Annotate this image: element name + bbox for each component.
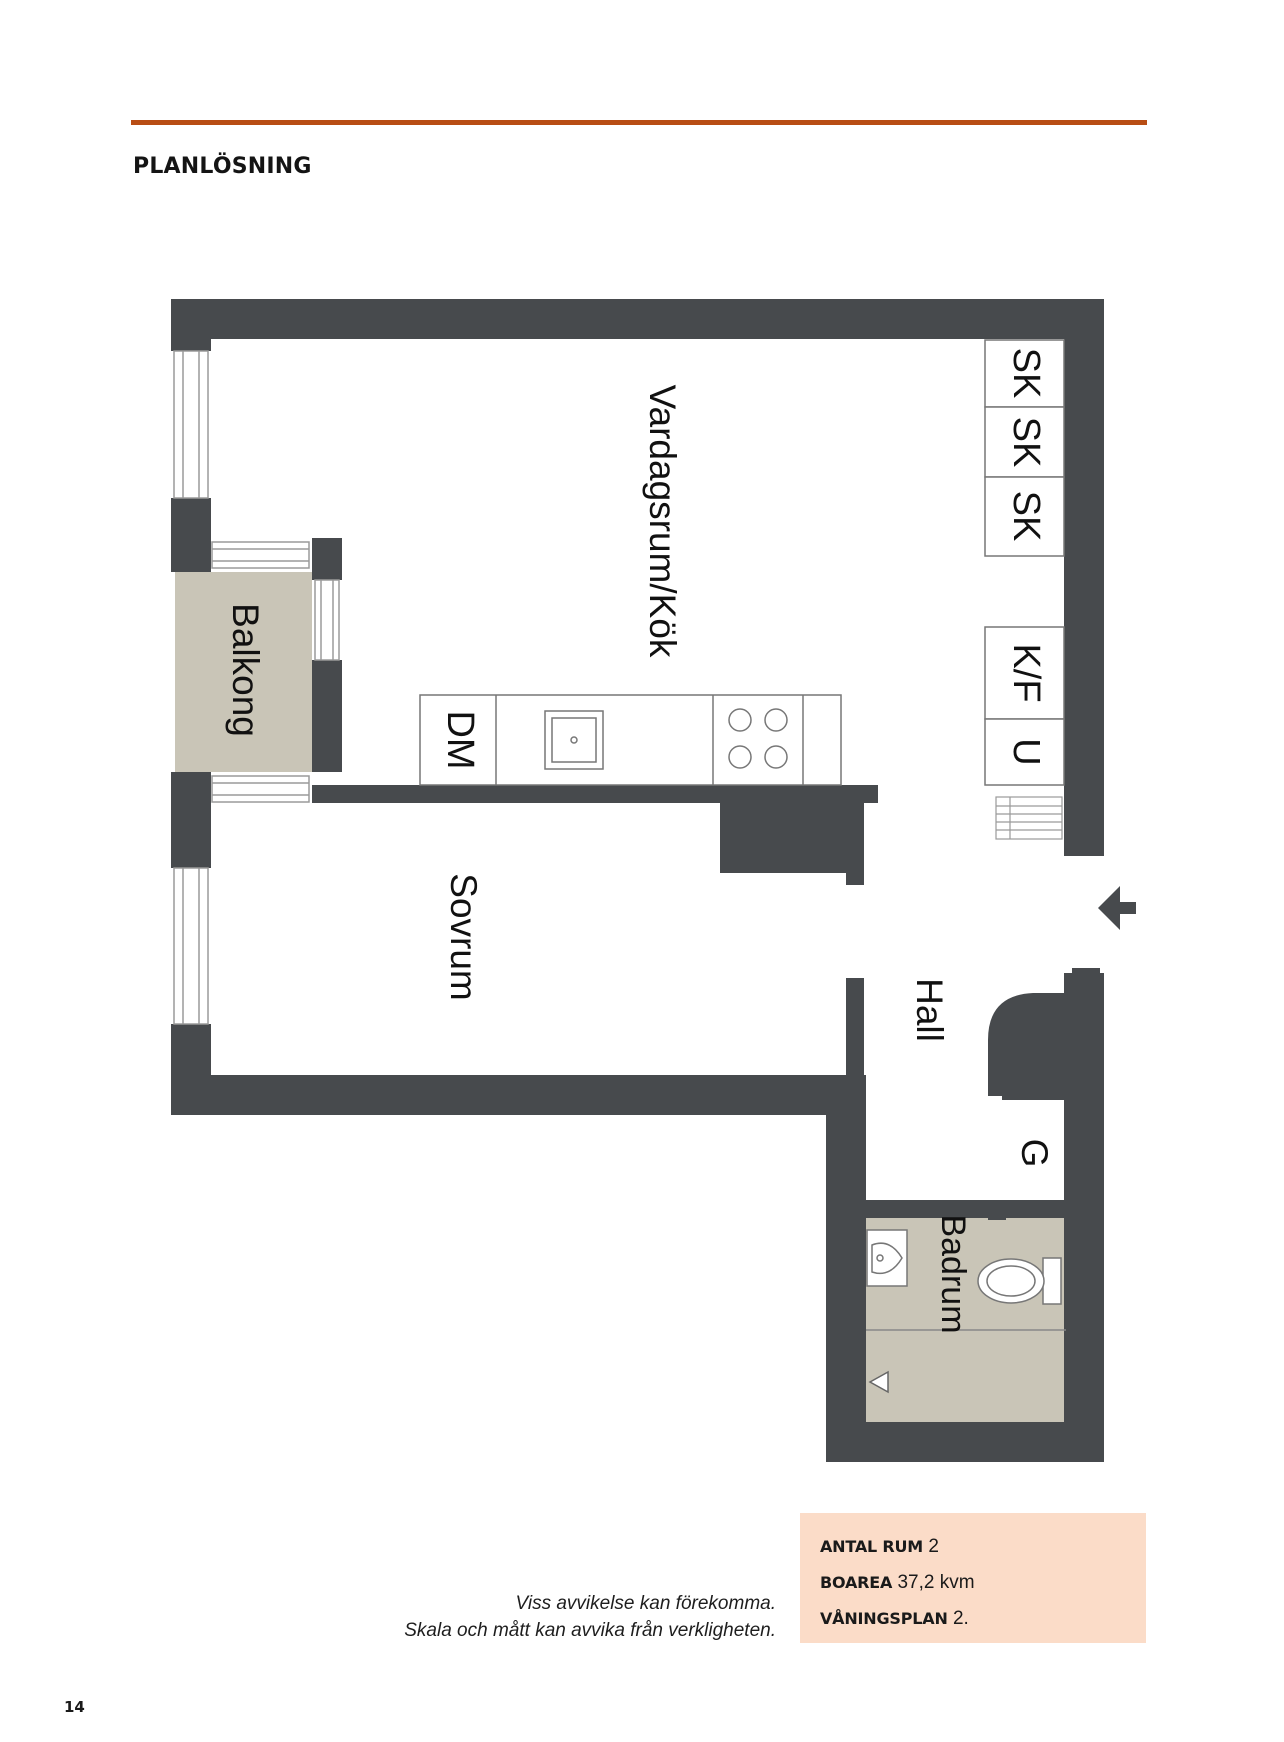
radiator-icon (995, 796, 1063, 840)
info-rooms: ANTAL RUM 2 (820, 1529, 1126, 1565)
room-label-balcony: Balkong (225, 603, 266, 737)
info-area: BOAREA 37,2 kvm (820, 1565, 1126, 1601)
windows (173, 350, 340, 1025)
sink-icon (544, 710, 604, 770)
washbasin-icon (866, 1229, 908, 1287)
info-box: ANTAL RUM 2 BOAREA 37,2 kvm VÅNINGSPLAN … (800, 1513, 1146, 1643)
wardrobe-2 (984, 406, 1065, 478)
wardrobe-1 (984, 339, 1065, 408)
entrance-arrow-icon (1098, 886, 1136, 930)
wardrobe-3-label: SK (1005, 491, 1047, 542)
page-title: PLANLÖSNING (133, 154, 312, 179)
info-floor: VÅNINGSPLAN 2. (820, 1601, 1126, 1637)
dishwasher-label: DM (439, 710, 481, 769)
info-floor-label: VÅNINGSPLAN (820, 1609, 948, 1628)
toilet-icon (977, 1257, 1062, 1305)
oven (984, 718, 1065, 786)
info-rooms-label: ANTAL RUM (820, 1537, 924, 1556)
room-label-bathroom: Badrum (934, 1214, 972, 1333)
oven-label: U (1005, 738, 1047, 765)
header-rule (131, 120, 1147, 125)
room-label-bedroom: Sovrum (443, 873, 484, 1000)
stove-icon (728, 708, 788, 769)
room-label-hall: Hall (909, 978, 950, 1042)
shower-drain-icon (868, 1370, 889, 1394)
walls (171, 299, 1104, 1462)
info-rooms-value: 2 (928, 1536, 939, 1557)
wardrobe-2-label: SK (1005, 417, 1047, 468)
fridge-freezer-label: K/F (1005, 643, 1047, 702)
wardrobe-3 (984, 476, 1065, 557)
room-label-wardrobe-g: G (1014, 1139, 1055, 1168)
room-label-living-kitchen: Vardagsrum/Kök (642, 385, 683, 658)
wardrobe-1-label: SK (1005, 348, 1047, 399)
disclaimer-line-2: Skala och mått kan avvika från verklighe… (404, 1620, 776, 1641)
info-floor-value: 2. (952, 1608, 969, 1629)
page-number: 14 (64, 1698, 85, 1716)
info-area-value: 37,2 kvm (897, 1572, 975, 1593)
disclaimer: Viss avvikelse kan förekomma. Skala och … (404, 1590, 776, 1644)
right-wall-cabinets (984, 339, 1065, 786)
info-area-label: BOAREA (820, 1573, 893, 1592)
balcony-area (175, 572, 312, 772)
disclaimer-line-1: Viss avvikelse kan förekomma. (515, 1593, 776, 1614)
